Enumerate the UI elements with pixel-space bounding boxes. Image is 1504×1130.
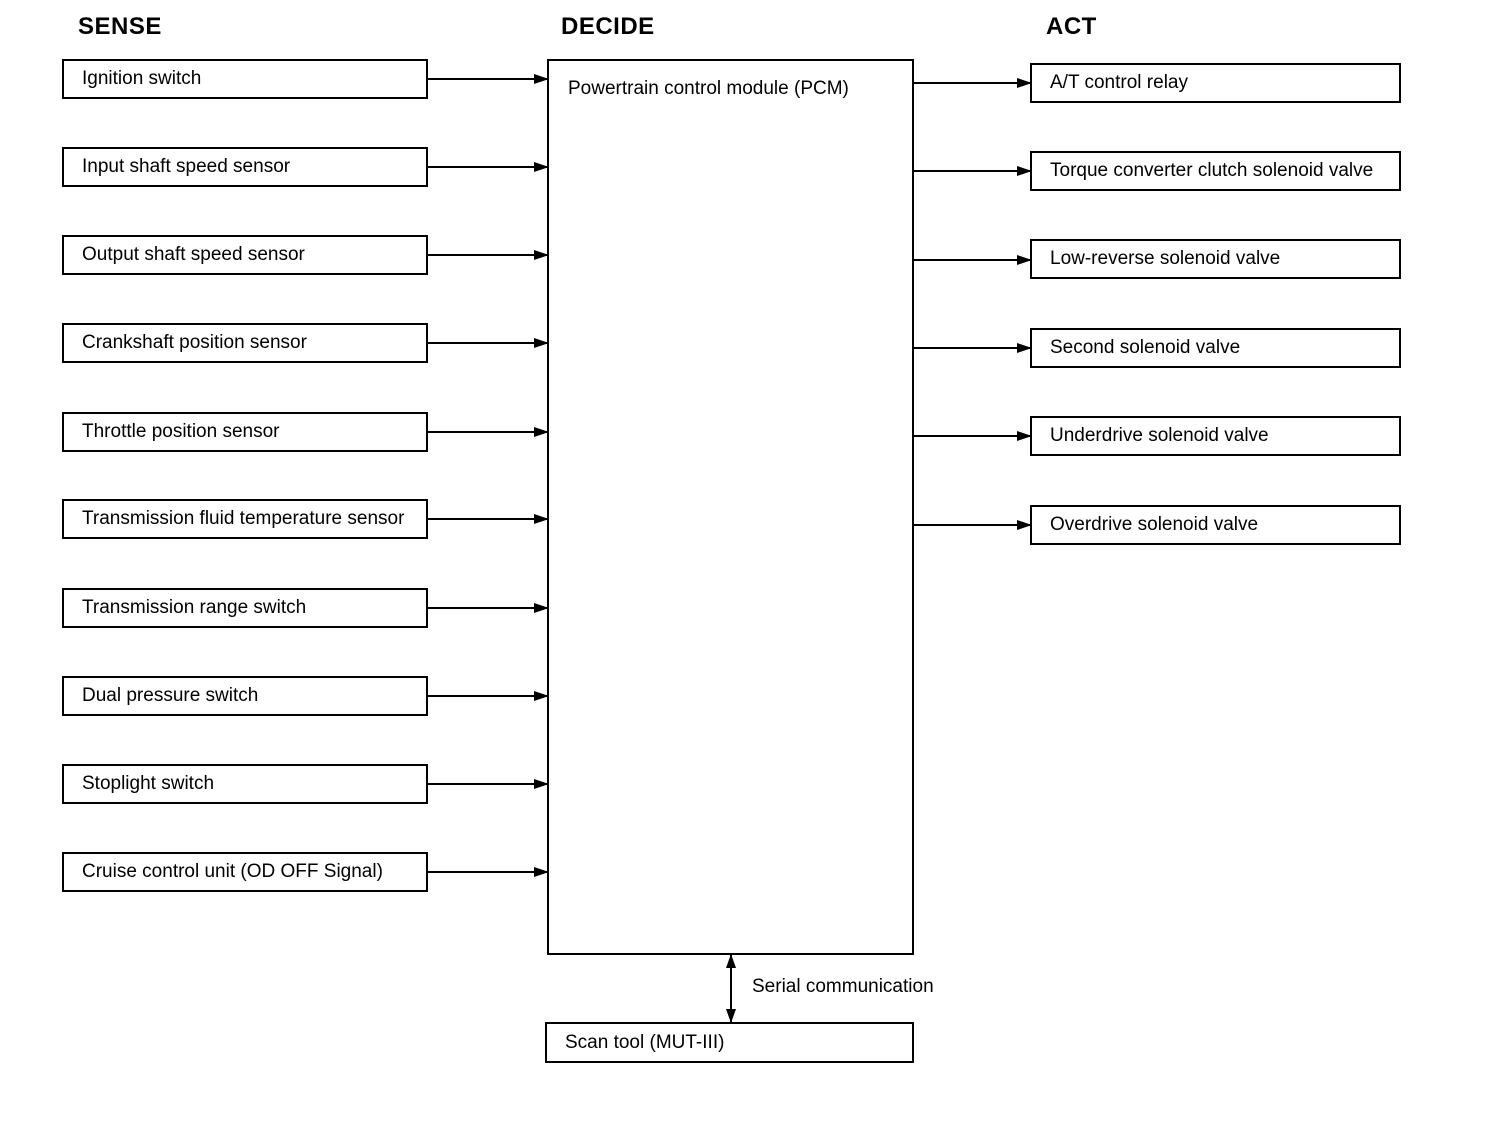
sense-box-cruise-control-unit: Cruise control unit (OD OFF Signal): [62, 852, 428, 892]
act-box-low-reverse-solenoid-valve: Low-reverse solenoid valve: [1030, 239, 1401, 279]
arrow-pcm-to-underdrive-solenoid-valve: [914, 435, 1031, 437]
box-label: Torque converter clutch solenoid valve: [1050, 160, 1374, 181]
sense-box-ignition-switch: Ignition switch: [62, 59, 428, 99]
act-box-torque-converter-clutch-solenoid-valve: Torque converter clutch solenoid valve: [1030, 151, 1401, 191]
arrow-pcm-to-low-reverse-solenoid-valve: [914, 259, 1031, 261]
arrow-throttle-position-sensor-to-pcm: [428, 431, 548, 433]
arrow-transmission-range-switch-to-pcm: [428, 607, 548, 609]
column-header-decide: DECIDE: [561, 13, 655, 40]
box-label: Second solenoid valve: [1050, 337, 1241, 358]
scan-tool-box: Scan tool (MUT-III): [545, 1022, 914, 1063]
column-header-act: ACT: [1046, 13, 1097, 40]
arrow-pcm-to-overdrive-solenoid-valve: [914, 524, 1031, 526]
box-label: Underdrive solenoid valve: [1050, 425, 1269, 446]
arrow-pcm-to-second-solenoid-valve: [914, 347, 1031, 349]
act-box-underdrive-solenoid-valve: Underdrive solenoid valve: [1030, 416, 1401, 456]
arrow-pcm-scan-tool-bidirectional: [730, 955, 732, 1022]
act-box-overdrive-solenoid-valve: Overdrive solenoid valve: [1030, 505, 1401, 545]
box-label: Input shaft speed sensor: [82, 156, 291, 177]
sense-box-transmission-fluid-temperature-sensor: Transmission fluid temperature sensor: [62, 499, 428, 539]
sense-box-transmission-range-switch: Transmission range switch: [62, 588, 428, 628]
arrow-cruise-control-unit-to-pcm: [428, 871, 548, 873]
box-label: Crankshaft position sensor: [82, 332, 307, 353]
box-label: Stoplight switch: [82, 773, 215, 794]
box-label: Low-reverse solenoid valve: [1050, 248, 1281, 269]
sense-box-crankshaft-position-sensor: Crankshaft position sensor: [62, 323, 428, 363]
serial-communication-label: Serial communication: [752, 976, 934, 997]
act-box-at-control-relay: A/T control relay: [1030, 63, 1401, 103]
arrow-input-shaft-speed-sensor-to-pcm: [428, 166, 548, 168]
pcm-label: Powertrain control module (PCM): [568, 78, 849, 99]
arrow-transmission-fluid-temperature-sensor-to-pcm: [428, 518, 548, 520]
pcm-box: Powertrain control module (PCM): [547, 59, 914, 955]
act-box-second-solenoid-valve: Second solenoid valve: [1030, 328, 1401, 368]
arrow-ignition-switch-to-pcm: [428, 78, 548, 80]
box-label: Overdrive solenoid valve: [1050, 514, 1259, 535]
box-label: Cruise control unit (OD OFF Signal): [82, 861, 383, 882]
arrow-crankshaft-position-sensor-to-pcm: [428, 342, 548, 344]
box-label: Scan tool (MUT-III): [565, 1031, 725, 1053]
box-label: Ignition switch: [82, 68, 202, 89]
arrow-dual-pressure-switch-to-pcm: [428, 695, 548, 697]
box-label: A/T control relay: [1050, 72, 1188, 93]
arrow-stoplight-switch-to-pcm: [428, 783, 548, 785]
column-header-sense: SENSE: [78, 13, 162, 40]
arrow-pcm-to-at-control-relay: [914, 82, 1031, 84]
arrow-output-shaft-speed-sensor-to-pcm: [428, 254, 548, 256]
box-label: Transmission fluid temperature sensor: [82, 508, 405, 529]
sense-box-output-shaft-speed-sensor: Output shaft speed sensor: [62, 235, 428, 275]
sense-box-input-shaft-speed-sensor: Input shaft speed sensor: [62, 147, 428, 187]
sense-box-stoplight-switch: Stoplight switch: [62, 764, 428, 804]
box-label: Throttle position sensor: [82, 421, 280, 442]
box-label: Dual pressure switch: [82, 685, 259, 706]
box-label: Output shaft speed sensor: [82, 244, 305, 265]
box-label: Transmission range switch: [82, 597, 307, 618]
sense-box-throttle-position-sensor: Throttle position sensor: [62, 412, 428, 452]
arrow-pcm-to-torque-converter-clutch-solenoid-valve: [914, 170, 1031, 172]
sense-box-dual-pressure-switch: Dual pressure switch: [62, 676, 428, 716]
